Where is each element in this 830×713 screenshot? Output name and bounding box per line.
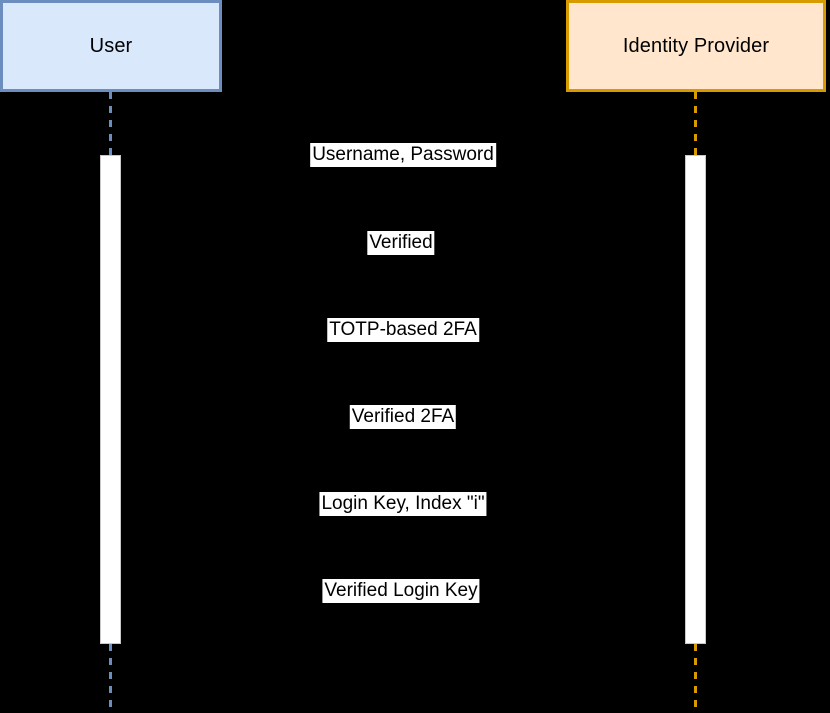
- message-label-1: Username, Password: [310, 143, 496, 167]
- lifeline-identity-provider-lower: [694, 644, 697, 713]
- participant-label-user: User: [89, 35, 133, 57]
- lifeline-identity-provider-upper: [694, 92, 697, 156]
- activation-bar-user: [100, 155, 121, 644]
- lifeline-user-lower: [109, 644, 112, 713]
- activation-bar-identity-provider: [685, 155, 706, 644]
- participant-box-user[interactable]: User: [0, 0, 222, 92]
- message-label-4: Verified 2FA: [349, 405, 457, 429]
- participant-label-identity-provider: Identity Provider: [622, 35, 770, 57]
- participant-box-identity-provider[interactable]: Identity Provider: [566, 0, 826, 92]
- message-label-6: Verified Login Key: [322, 579, 480, 603]
- message-label-5: Login Key, Index "i": [319, 492, 487, 516]
- message-label-3: TOTP-based 2FA: [327, 318, 479, 342]
- lifeline-user-upper: [109, 92, 112, 156]
- message-label-2: Verified: [367, 231, 435, 255]
